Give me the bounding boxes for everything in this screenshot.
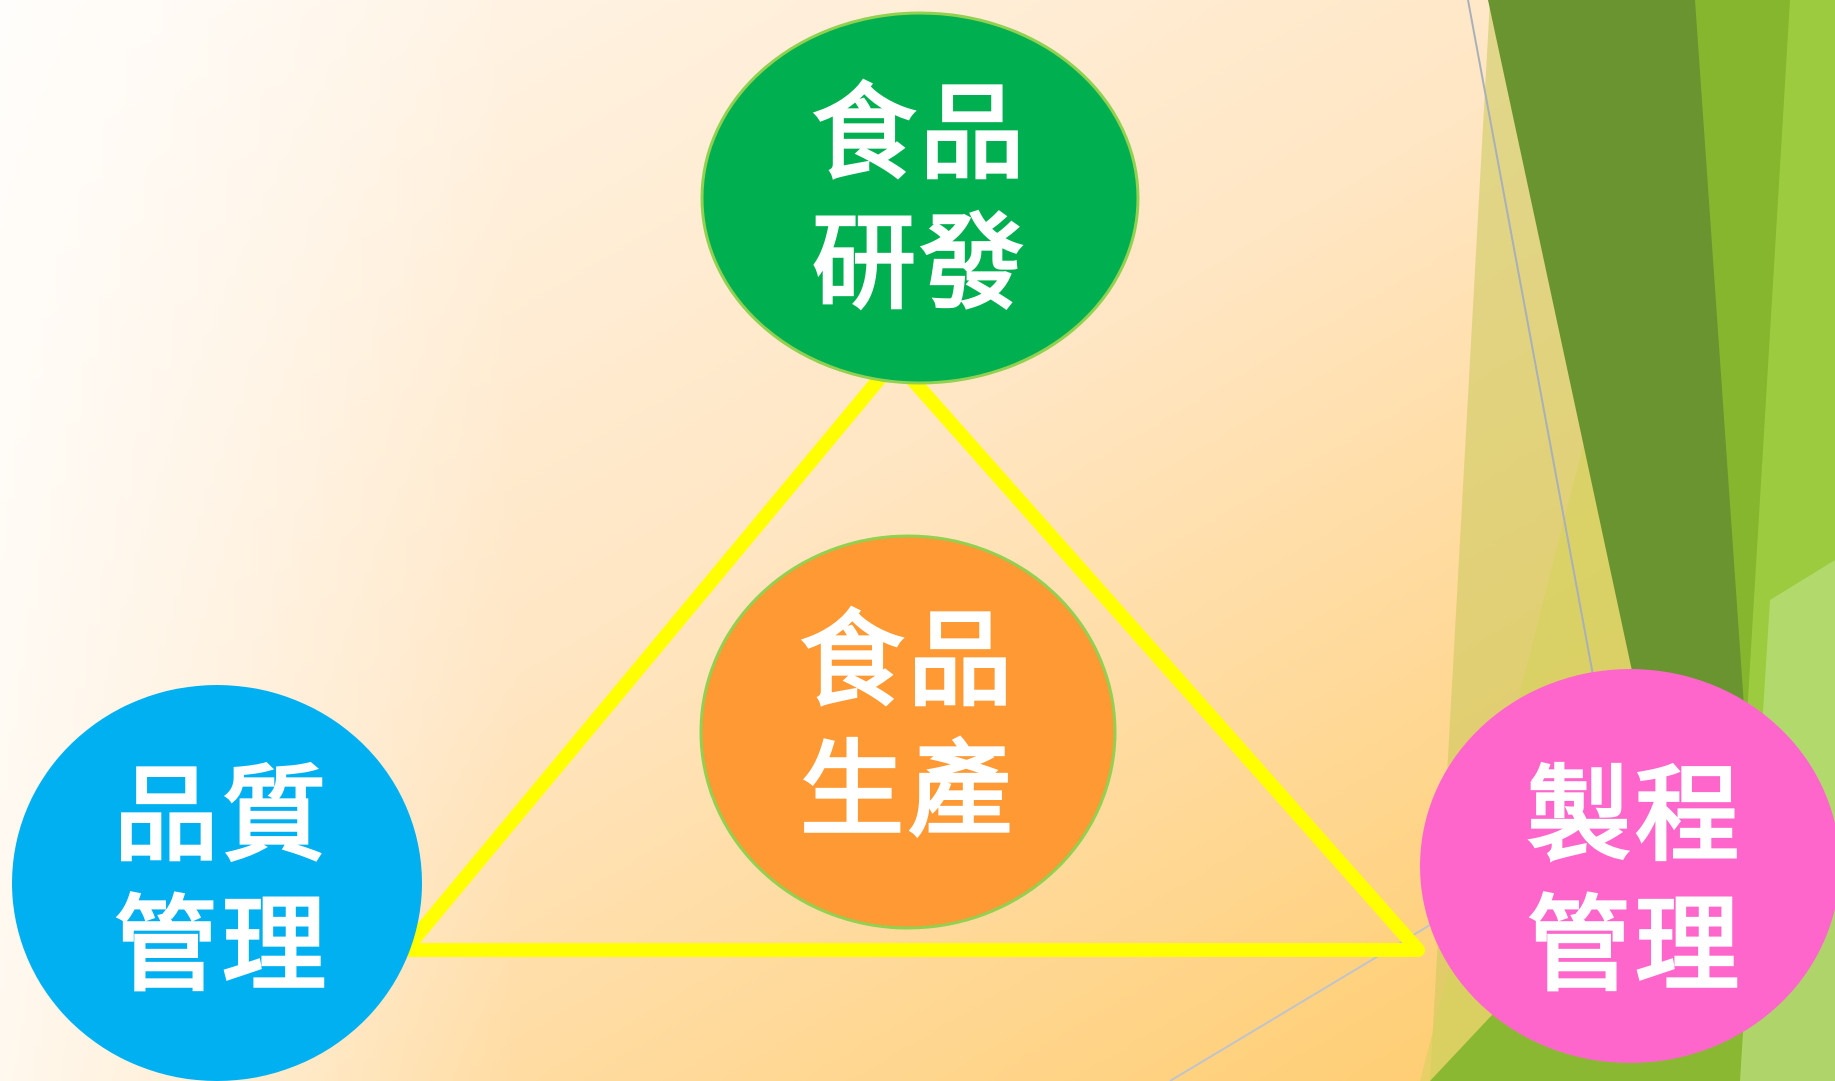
node-food-rd-line-2: 研發 (811, 202, 1028, 324)
node-food-rd-circle (700, 11, 1140, 385)
decorative-thin-line-upper (1467, 0, 1606, 741)
node-quality-management-line-2: 管理 (113, 884, 330, 1006)
connector-triangle (398, 353, 1425, 957)
node-food-production-circle (699, 534, 1117, 930)
node-quality-management-circle (12, 685, 422, 1081)
node-food-production-label: 食品 生產 (778, 595, 1038, 855)
node-process-management-line-1: 製程 (1526, 754, 1743, 876)
node-food-rd-line-1: 食品 (811, 72, 1028, 194)
node-quality-management-label: 品質 管理 (92, 750, 352, 1010)
node-food-production-line-1: 食品 (799, 599, 1016, 721)
node-process-management-label: 製程 管理 (1505, 750, 1765, 1010)
node-quality-management-line-1: 品質 (113, 754, 330, 876)
node-food-rd-label: 食品 研發 (790, 68, 1050, 328)
node-food-production-line-2: 生產 (799, 729, 1016, 851)
node-process-management-circle (1420, 669, 1835, 1063)
node-process-management-line-2: 管理 (1526, 884, 1743, 1006)
